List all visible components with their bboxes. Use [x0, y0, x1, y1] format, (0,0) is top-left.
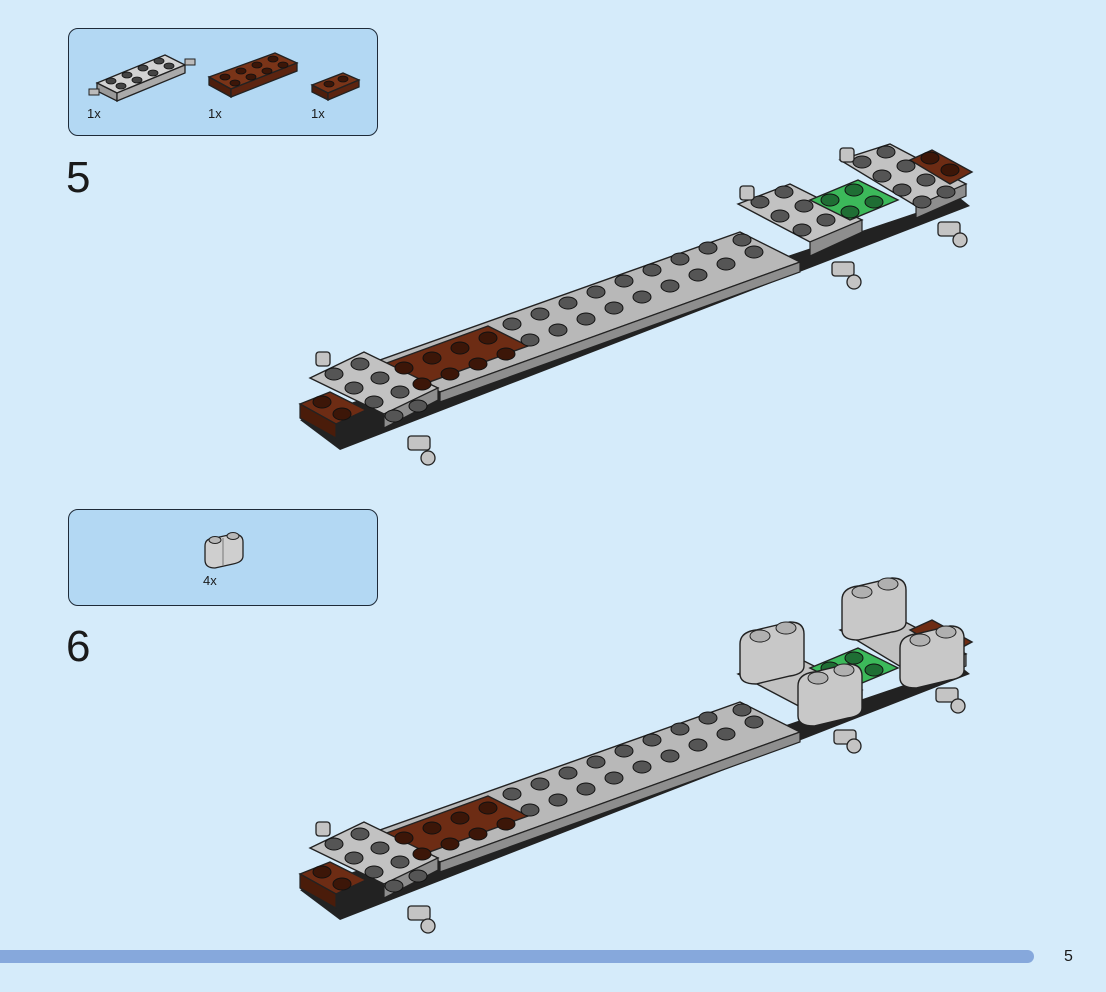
qty-label: 4x: [203, 573, 217, 588]
step-number-5: 5: [66, 153, 91, 202]
qty-label: 1x: [87, 106, 101, 121]
page-number: 5: [1064, 948, 1073, 965]
round-brick-group: [739, 577, 965, 727]
brown-plate-2x4-part: [207, 52, 299, 99]
gray-round-brick-part: [204, 532, 244, 569]
parts-callout-step-5: 1x 1x 1x: [68, 28, 378, 136]
step-number-6: 6: [66, 622, 91, 671]
gray-plate-with-pins-part: [88, 54, 196, 103]
brown-plate-1x2-part: [310, 72, 361, 102]
footer-bar: [0, 950, 1034, 963]
qty-label: 1x: [208, 106, 222, 121]
parts-callout-step-6: 4x: [68, 509, 378, 606]
qty-label: 1x: [311, 106, 325, 121]
